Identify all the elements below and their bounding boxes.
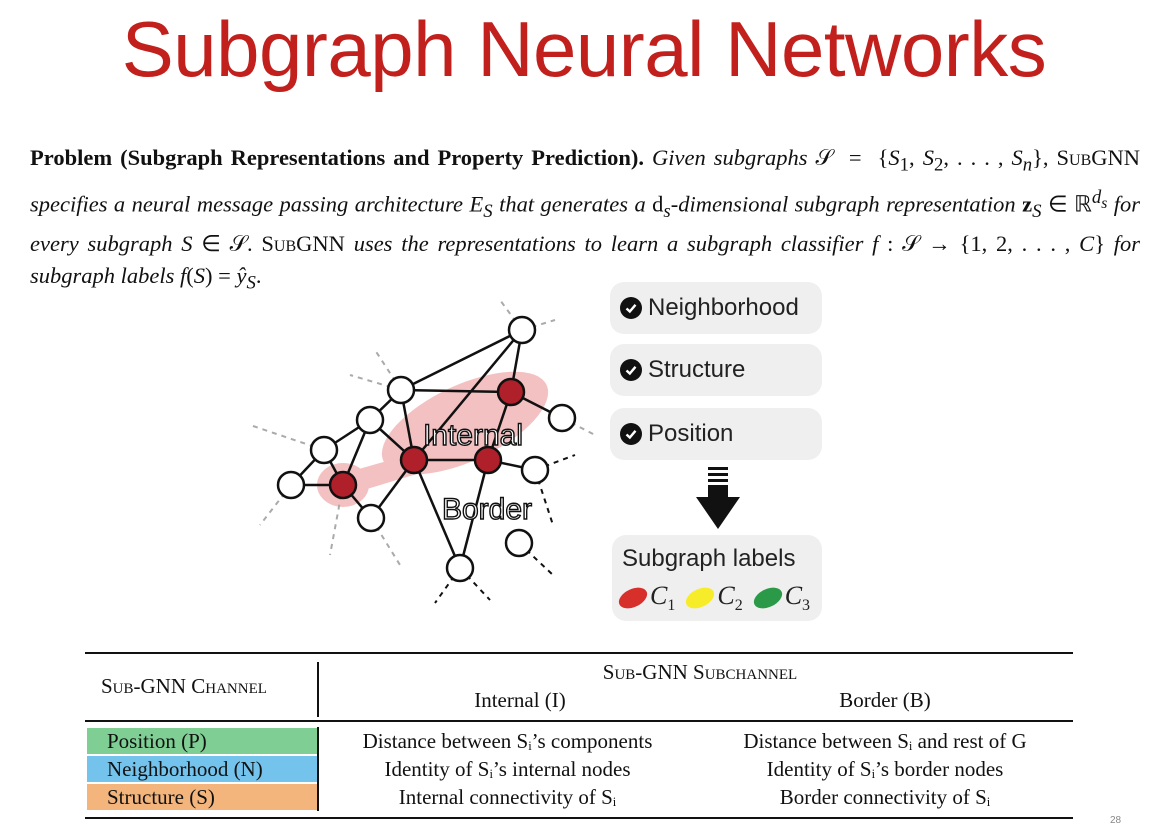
structure-color-cell — [87, 784, 317, 810]
graph-nodes — [276, 315, 577, 583]
position-color-cell — [87, 728, 317, 754]
class-2-swatch — [682, 583, 718, 613]
table-row-internal: Identity of Sᵢ’s internal nodes — [384, 757, 631, 781]
class-3-swatch — [750, 583, 786, 613]
table-body-divider — [317, 727, 319, 811]
table-row-internal: Distance between Sᵢ’s components — [362, 729, 653, 753]
subgraph-labels-box: Subgraph labels C1 C2 C3 — [612, 535, 822, 621]
internal-label: Internal — [423, 419, 523, 452]
problem-statement: Problem (Subgraph Representations and Pr… — [30, 145, 1141, 293]
subgraph-illustration: Internal Border — [249, 299, 596, 604]
table-row-channel: Neighborhood (N) — [107, 757, 263, 781]
pill-neighborhood: Neighborhood — [610, 282, 822, 334]
class-3-label: C3 — [784, 581, 811, 615]
page-number: 28 — [1110, 815, 1122, 825]
pill-structure: Structure — [610, 344, 822, 396]
subgraph-labels-title: Subgraph labels — [622, 545, 796, 572]
border-label: Border — [442, 493, 532, 526]
class-2-label: C2 — [717, 581, 743, 615]
slide-title: Subgraph Neural Networks — [121, 5, 1047, 93]
pill-position: Position — [610, 408, 822, 460]
class-1-swatch — [615, 583, 651, 613]
down-arrow-icon — [696, 467, 740, 529]
table-header-border: Border (B) — [839, 688, 931, 712]
class-legend: C1 C2 C3 — [615, 581, 820, 615]
table-row-internal: Internal connectivity of Sᵢ — [398, 785, 617, 809]
table-bottom-rule — [85, 817, 1073, 819]
table-header-divider — [317, 662, 319, 717]
border-dashed-edges — [434, 454, 576, 604]
table-row-border: Identity of Sᵢ’s border nodes — [766, 757, 1004, 781]
table-row-border: Border connectivity of Sᵢ — [779, 785, 991, 809]
table-row-channel: Structure (S) — [107, 785, 215, 809]
neighborhood-color-cell — [87, 756, 317, 782]
table-top-rule — [85, 652, 1073, 654]
check-circle-icon — [620, 359, 642, 381]
table-mid-rule — [85, 720, 1073, 722]
table-header-channel: Sub-GNN Channel — [101, 674, 267, 698]
table-row-border: Distance between Sᵢ and rest of G — [743, 729, 1027, 753]
check-circle-icon — [620, 297, 642, 319]
table-header-internal: Internal (I) — [474, 688, 566, 712]
table-row-channel: Position (P) — [107, 729, 207, 753]
check-circle-icon — [620, 423, 642, 445]
table-header-subchannel: Sub-GNN Subchannel — [602, 660, 798, 684]
class-1-label: C1 — [650, 581, 676, 615]
problem-heading: Problem (Subgraph Representations and Pr… — [30, 145, 644, 170]
